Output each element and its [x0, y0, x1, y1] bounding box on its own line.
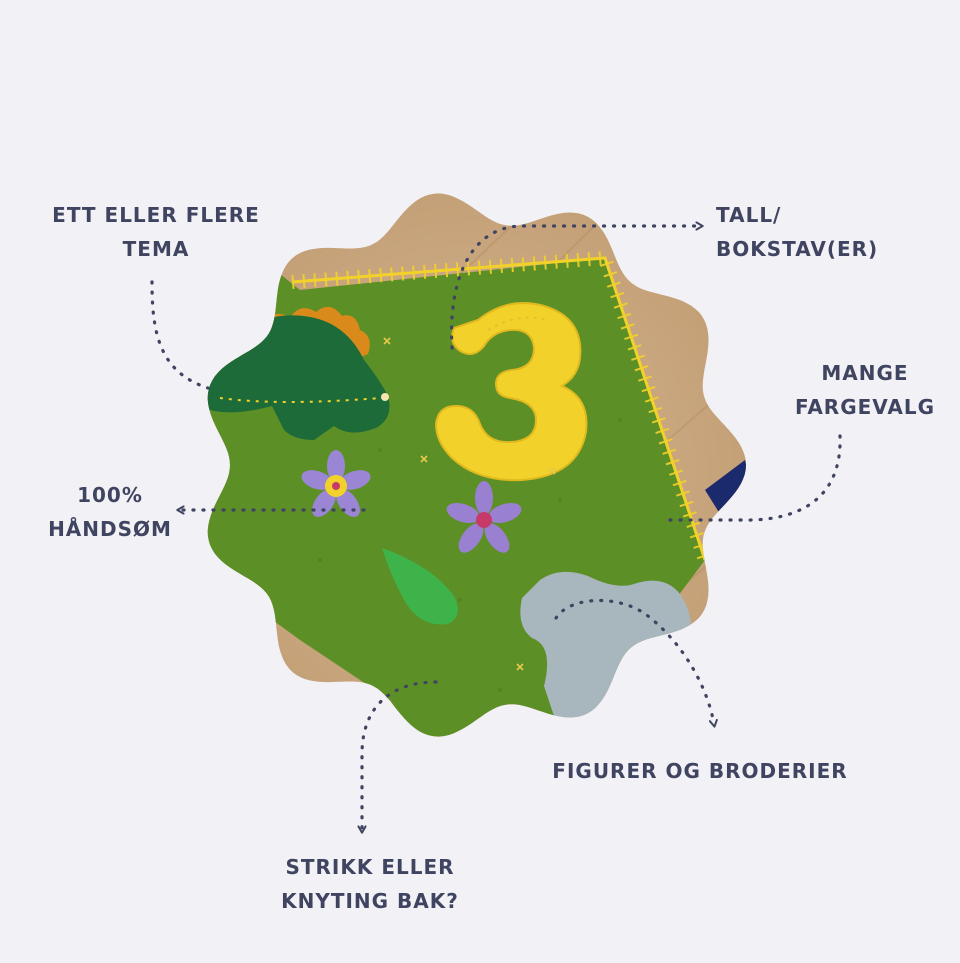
label-figurer: FIGURER OG BRODERIER — [530, 754, 870, 788]
label-tall-line1: TALL/ — [716, 203, 782, 227]
label-tall: TALL/ BOKSTAV(ER) — [716, 198, 906, 266]
label-hand-line1: 100% — [77, 483, 143, 507]
label-strikk-line2: KNYTING BAK? — [281, 889, 459, 913]
label-farge-line2: FARGEVALG — [794, 395, 936, 419]
label-fargevalg: MANGE FARGEVALG — [765, 356, 960, 424]
felt-photo — [207, 193, 746, 737]
label-figurer-line1: FIGURER OG BRODERIER — [552, 759, 848, 783]
star-embroideries — [383, 337, 556, 671]
label-strikk: STRIKK ELLER KNYTING BAK? — [255, 850, 485, 918]
label-tema-line1: ETT ELLER FLERE — [52, 203, 260, 227]
arrow-strikk — [362, 680, 438, 830]
felt-texture — [318, 418, 622, 692]
blanket-stitch-edge — [291, 256, 707, 561]
leaf-figure — [382, 548, 458, 625]
number-three-figure — [434, 302, 588, 482]
navy-strap — [705, 460, 746, 530]
flower-figure-2 — [446, 481, 522, 553]
label-tema: ETT ELLER FLERE TEMA — [40, 198, 272, 266]
label-strikk-line1: STRIKK ELLER — [285, 855, 455, 879]
arrow-figurer — [554, 598, 714, 724]
label-tema-line2: TEMA — [122, 237, 190, 261]
label-farge-line1: MANGE — [821, 361, 909, 385]
arrow-farge — [666, 434, 842, 522]
label-hand-line2: HÅNDSØM — [48, 517, 172, 541]
arrow-tema — [150, 280, 210, 390]
label-tall-line2: BOKSTAV(ER) — [716, 237, 879, 261]
annotation-arrows — [150, 226, 842, 830]
label-handsom: 100% HÅNDSØM — [30, 478, 190, 546]
green-felt — [207, 258, 705, 737]
